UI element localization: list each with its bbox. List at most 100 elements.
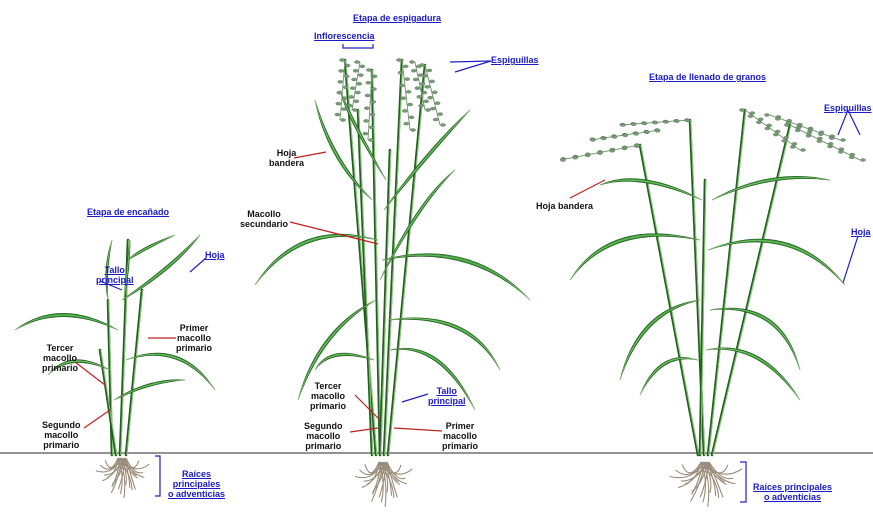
plant2-panicle-grain [428, 96, 433, 99]
plant2-panicle-grain [401, 97, 406, 100]
plant3-stem-highlight [709, 110, 746, 455]
plant3-leaf-vein [640, 358, 698, 395]
tillering-leaf-label: Hoja [205, 250, 225, 260]
plant2-leaf [380, 170, 455, 280]
plant3-panicle-grain [573, 156, 578, 159]
plant2-panicle-grain [422, 91, 427, 94]
leader-heading-spikelets-2 [455, 61, 491, 72]
plant2-panicle-grain [358, 74, 363, 77]
plant2-panicle-grain [410, 129, 415, 132]
plant2-panicle-grain [366, 69, 371, 72]
plant2-panicle-grain [429, 80, 434, 83]
plant2-panicle-grain [335, 113, 340, 116]
tillering-stage-title: Etapa de encañado [87, 207, 169, 217]
plant2-panicle-grain [354, 61, 359, 64]
plant2-panicle-grain [427, 69, 432, 72]
leader-grain-spikelets-1 [838, 110, 848, 135]
plant3-panicle-grain [590, 139, 595, 142]
plant2-panicle-grain [352, 109, 357, 112]
heading-stage-title: Etapa de espigadura [353, 13, 441, 23]
plant3-panicle-grain [765, 127, 770, 130]
plant1-leaf [128, 235, 175, 260]
plant3-roots [669, 462, 742, 507]
plant2-panicle-grain [402, 109, 407, 112]
heading-second-tiller-label: Segundo macollo primario [304, 421, 343, 451]
plant3-panicle-grain [610, 149, 615, 152]
plant2-panicle-grain [368, 139, 373, 142]
plant3-panicle-grain [748, 115, 753, 118]
plant3-panicle-grain [631, 123, 636, 126]
plant1-stem [126, 290, 142, 455]
plant2-panicle-grain [351, 78, 356, 81]
plant2-leaf [315, 100, 372, 200]
plant2-panicle-grain [336, 102, 341, 105]
plant2-panicle-grain [364, 107, 369, 110]
plant3-panicle-grain [860, 159, 865, 162]
plant2-panicle-grain [365, 94, 370, 97]
plant3-panicle-grain [644, 131, 649, 134]
grain-filling-stage-title: Etapa de llenado de granos [649, 72, 766, 82]
leader-tillering-leaf [190, 258, 206, 272]
plant3-panicle-grain [560, 159, 565, 162]
plant3-panicle-grain [783, 136, 788, 139]
plant2-panicle-grain [363, 119, 368, 122]
plant3-panicle-grain [663, 120, 668, 123]
plant3-panicle-grain [818, 133, 823, 136]
plant2-stem [345, 60, 376, 455]
plant2-panicle-grain [345, 64, 350, 67]
leader-heading-third-tiller [355, 395, 380, 420]
plant2-leaf-vein [340, 90, 386, 180]
plant2-panicle-grain [417, 95, 422, 98]
plant3-panicle-grain [756, 121, 761, 124]
plant2-panicle-grain [435, 102, 440, 105]
plant2-panicle-grain [415, 87, 420, 90]
plant3-stem-highlight [641, 145, 699, 455]
plant2-panicle-grain [411, 69, 416, 72]
plant2-panicle-grain [363, 132, 368, 135]
grain-filling-leaf-label: Hoja [851, 227, 871, 237]
plant2-panicle-grain [407, 103, 412, 106]
plant3-leaf [640, 357, 698, 395]
plant2-panicle-grain [418, 104, 423, 107]
plant2-panicle-grain [396, 59, 401, 62]
plant2-stem [358, 110, 372, 455]
plant3-panicle-grain [674, 120, 679, 123]
leader-heading-secondary-tiller [290, 222, 378, 244]
plant2-panicle-grain [339, 59, 344, 62]
plant1-leaf [122, 235, 200, 300]
plant2-panicle-grain [343, 86, 348, 89]
plant3-panicle-grain [620, 124, 625, 127]
plant1-roots [96, 458, 149, 498]
plant2-panicle-grain [406, 90, 411, 93]
plant1-leaf-vein [126, 354, 215, 390]
plant2-panicle-grain [366, 81, 371, 84]
plant3-leaf [570, 234, 700, 280]
plant3-panicle-grain [622, 147, 627, 150]
plant2-panicle-grain [440, 124, 445, 127]
plant2-panicle-grain [354, 100, 359, 103]
grain-filling-spikelets-label: Espiguillas [824, 103, 872, 113]
tillering-third-tiller-label: Tercer macollo primario [42, 343, 78, 373]
plant3-panicle-grain [795, 129, 800, 132]
plant1-stem-highlight [127, 290, 143, 455]
plant2-panicle-grain [404, 122, 409, 125]
plant3-panicle-grain [623, 134, 628, 137]
plant2-panicle-grain [357, 82, 362, 85]
leader-grain-leaf [843, 236, 858, 283]
plant3-panicle-grain [633, 132, 638, 135]
grain-filling-roots-label: Raíces principales o adventicias [753, 482, 832, 502]
plant2-panicle-grain [341, 108, 346, 111]
plant3-panicle-grain [782, 139, 787, 142]
plant2-panicle-grain [342, 97, 347, 100]
tillering-roots-label: Raíces principales o adventicias [168, 469, 225, 499]
plant2-panicle-grain [403, 65, 408, 68]
plant2-panicle-grain [438, 113, 443, 116]
plant2-panicle-grain [353, 69, 358, 72]
bracket-inflorescence [343, 44, 373, 48]
plant2-panicle-grain [432, 91, 437, 94]
plant2-panicle-grain [355, 91, 360, 94]
plant3-panicle-grain [601, 137, 606, 140]
plant2-panicle-grain [349, 95, 354, 98]
plant2-leaf-vein [315, 100, 372, 200]
